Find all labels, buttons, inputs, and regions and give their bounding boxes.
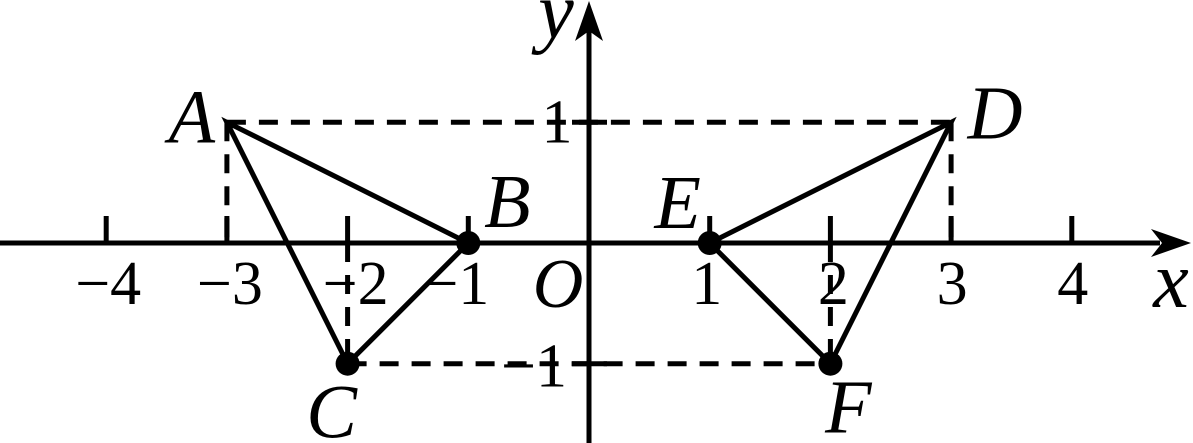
triangle-ABC <box>221 116 473 368</box>
x-tick-label-4: 4 <box>1057 250 1088 318</box>
point-label-D: D <box>967 71 1023 155</box>
x-tick-label--1: −1 <box>423 250 489 318</box>
point-label-B: B <box>484 160 530 244</box>
y-axis-label: y <box>531 0 574 56</box>
y-tick-label--1: −1 <box>501 333 567 401</box>
x-tick-label-3: 3 <box>937 250 968 318</box>
point-label-C: C <box>306 371 358 443</box>
point-label-F: F <box>824 366 873 443</box>
point-label-A: A <box>164 75 216 159</box>
y-axis-arrowhead-icon <box>575 1 603 41</box>
x-tick-label-2: 2 <box>818 250 849 318</box>
point-dot-E <box>697 231 722 255</box>
point-dot-C <box>335 351 360 376</box>
x-tick-label--4: −4 <box>75 250 141 318</box>
x-axis-arrowhead-icon <box>1151 229 1191 257</box>
origin-label: O <box>533 246 584 323</box>
point-label-E: E <box>653 161 700 245</box>
y-tick-label-1: 1 <box>542 88 573 156</box>
x-tick-label--2: −2 <box>323 250 389 318</box>
point-dot-F <box>818 351 843 376</box>
x-axis-label: x <box>1152 237 1189 325</box>
triangle-DEF <box>705 116 957 368</box>
point-dot-B <box>456 231 481 255</box>
x-tick-label-1: 1 <box>691 250 722 318</box>
x-tick-label--3: −3 <box>197 250 263 318</box>
